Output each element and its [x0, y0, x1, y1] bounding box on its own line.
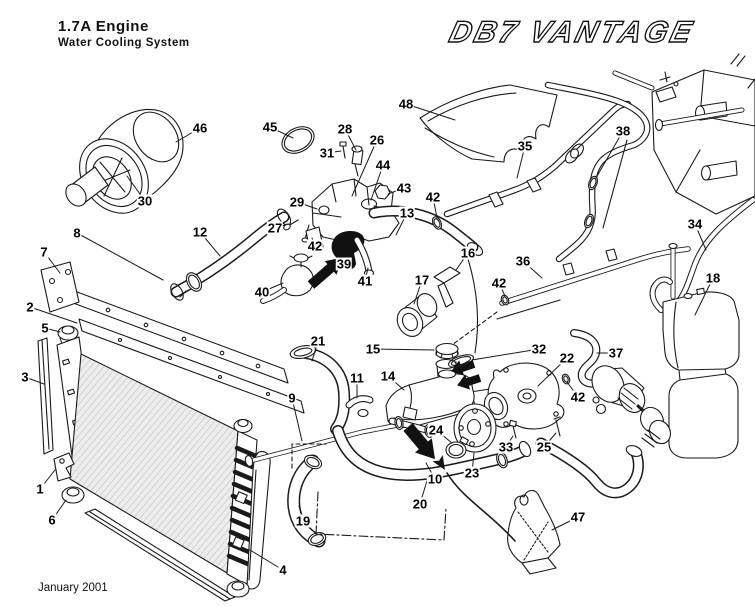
callout-26-5: 26: [368, 132, 386, 148]
expansion-pipe: [675, 197, 755, 305]
heat-shield: [419, 84, 558, 163]
callout-48-48: 48: [397, 96, 415, 112]
callout-20-33: 20: [411, 496, 429, 512]
callout-16-44: 16: [459, 245, 477, 261]
stay-bracket: [433, 266, 461, 308]
callout-13-8: 13: [398, 205, 416, 221]
callout-43-7: 43: [395, 180, 413, 196]
lower-pipe: [244, 422, 401, 467]
callout-45-2: 45: [261, 119, 279, 135]
callout-2-19: 2: [25, 299, 35, 315]
header-tank: [385, 342, 531, 428]
callout-29-10: 29: [288, 194, 306, 210]
callout-25-36: 25: [535, 439, 553, 455]
heater-pipe: [440, 246, 691, 354]
radiator: [37, 261, 305, 602]
thermostat-canister: [65, 109, 184, 214]
small-hose: [345, 395, 374, 418]
callout-21-26: 21: [309, 333, 327, 349]
callout-36-42: 36: [514, 253, 532, 269]
callout-9-30: 9: [287, 390, 297, 406]
bypass-hose: [561, 329, 601, 388]
callout-1-22: 1: [35, 481, 45, 497]
callout-44-6: 44: [374, 157, 392, 173]
callout-17-45: 17: [413, 272, 431, 288]
callout-6-23: 6: [47, 512, 57, 528]
callout-27-11: 27: [266, 220, 284, 236]
routing-arrow: [432, 454, 516, 542]
expansion-tank: [649, 242, 740, 459]
callout-39-13: 39: [335, 256, 353, 272]
callout-8-17: 8: [72, 225, 82, 241]
title-block: 1.7A Engine Water Cooling System: [58, 18, 190, 49]
fit-direction-arrow: [307, 257, 343, 289]
callout-5-20: 5: [40, 320, 50, 336]
callout-12-16: 12: [191, 224, 209, 240]
callout-31-4: 31: [318, 145, 336, 161]
callout-30-1: 30: [136, 193, 154, 209]
callout-11-28: 11: [349, 370, 365, 386]
callout-14-29: 14: [379, 368, 397, 384]
callout-41-14: 41: [356, 273, 374, 289]
fit-direction-arrow: [457, 374, 482, 390]
fit-direction-arrow: [403, 423, 435, 460]
fit-direction-arrow: [451, 360, 476, 376]
reference-dashes: [291, 443, 447, 541]
callout-28-3: 28: [336, 121, 354, 137]
callout-38-47: 38: [614, 123, 632, 139]
callout-35-46: 35: [516, 138, 534, 154]
callout-37-39: 37: [607, 345, 625, 361]
callout-19-24: 19: [294, 513, 312, 529]
filler-hose: [289, 344, 351, 435]
mounting-bush: [396, 293, 438, 337]
issue-date: January 2001: [38, 582, 108, 594]
callout-42-12: 42: [306, 238, 324, 254]
radiator-bottom-hose: [287, 454, 327, 548]
page-subtitle: Water Cooling System: [58, 37, 190, 49]
callout-32-37: 32: [530, 341, 548, 357]
callout-18-50: 18: [704, 270, 722, 286]
callout-4-25: 4: [278, 562, 288, 578]
callout-3-21: 3: [20, 369, 30, 385]
callout-22-38: 22: [558, 350, 576, 366]
callout-42-43: 42: [490, 275, 508, 291]
callout-10-32: 10: [426, 471, 444, 487]
callout-15-27: 15: [364, 341, 382, 357]
callout-23-34: 23: [463, 465, 481, 481]
callout-40-15: 40: [253, 284, 271, 300]
callout-24-31: 24: [427, 422, 445, 438]
callout-7-18: 7: [39, 244, 49, 260]
callout-42-40: 42: [569, 389, 587, 405]
callout-46-0: 46: [191, 120, 209, 136]
callout-47-41: 47: [569, 509, 587, 525]
cooler-assembly: [591, 365, 672, 448]
callout-34-49: 34: [686, 216, 704, 232]
page-title: 1.7A Engine: [58, 18, 149, 35]
callout-42-9: 42: [424, 189, 442, 205]
bypass-pipe: [544, 70, 745, 263]
callout-33-35: 33: [497, 439, 515, 455]
